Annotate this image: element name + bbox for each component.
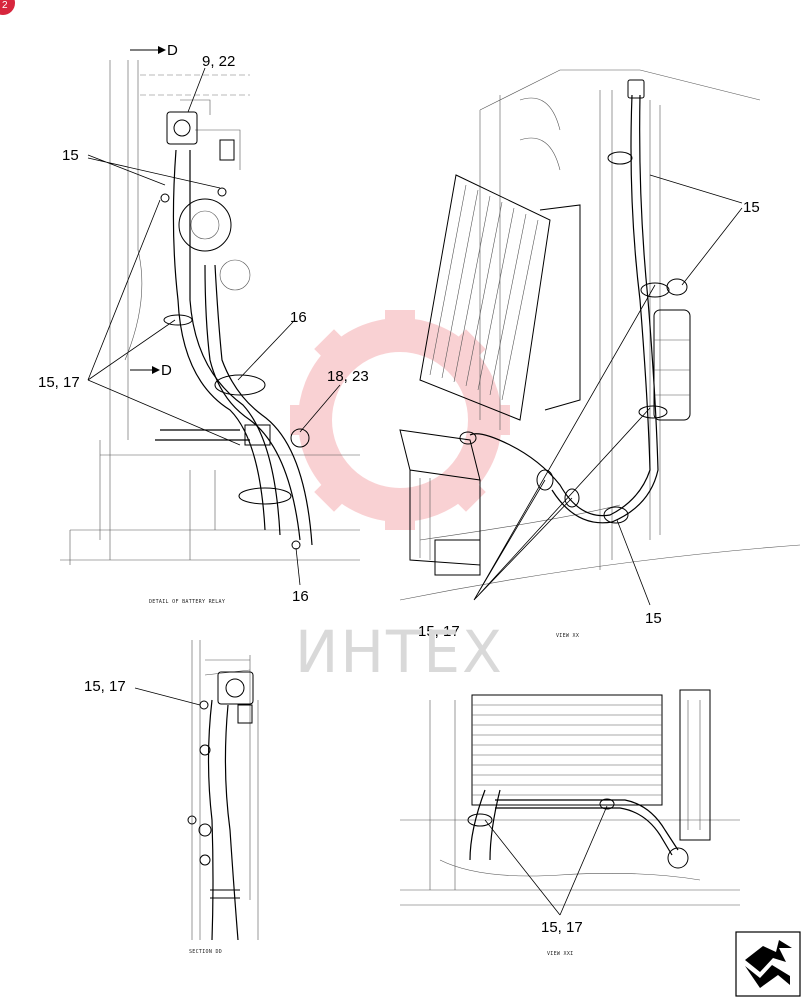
page-badge-label: 2 bbox=[2, 0, 8, 11]
callout-15-17-view-xxi: 15, 17 bbox=[541, 919, 583, 936]
callout-18-23: 18, 23 bbox=[327, 368, 369, 385]
callout-15-bottom: 15 bbox=[645, 610, 662, 627]
callout-9-22: 9, 22 bbox=[202, 53, 235, 70]
callout-16-lower: 16 bbox=[292, 588, 309, 605]
page-badge: 2 bbox=[0, 0, 15, 15]
view-xxi: 15, 17 VIEW XXI bbox=[400, 689, 740, 957]
caption-view-xxi: VIEW XXI bbox=[547, 951, 573, 957]
view-xx: 15 15 15, 17 VIEW XX bbox=[399, 69, 801, 640]
callout-15-17-middle: 15, 17 bbox=[418, 623, 460, 640]
detail-battery-relay: D D 9, 22 15 15, 17 16 18, 23 16 DETAIL … bbox=[38, 42, 369, 605]
section-marker-top: D bbox=[167, 42, 178, 59]
callout-15-17-left: 15, 17 bbox=[38, 374, 80, 391]
section-marker-middle: D bbox=[161, 362, 172, 379]
watermark-text: ИНТЕХ bbox=[295, 618, 504, 686]
caption-view-xx: VIEW XX bbox=[556, 633, 579, 639]
callout-15-right: 15 bbox=[743, 199, 760, 216]
caption-section-dd: SECTION DD bbox=[189, 949, 222, 955]
callout-16-upper: 16 bbox=[290, 309, 307, 326]
callout-15-top: 15 bbox=[62, 147, 79, 164]
watermark-gear bbox=[290, 310, 510, 530]
next-page-arrow-icon[interactable] bbox=[735, 931, 801, 997]
section-dd: 15, 17 SECTION DD bbox=[84, 640, 259, 955]
callout-15-17-section: 15, 17 bbox=[84, 678, 126, 695]
caption-battery-relay: DETAIL OF BATTERY RELAY bbox=[149, 599, 225, 605]
